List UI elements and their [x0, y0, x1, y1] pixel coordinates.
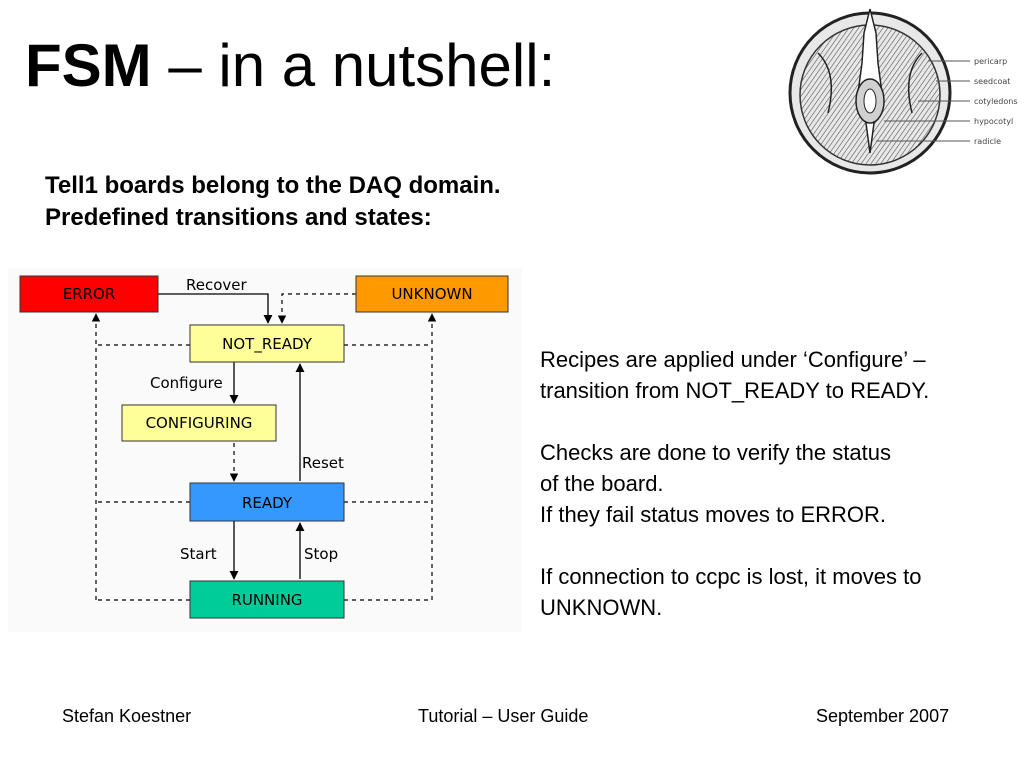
slide-title-bold: FSM — [25, 32, 152, 99]
state-ready — [189, 482, 345, 522]
seed-label-lines — [876, 60, 970, 142]
state-not-ready-label: NOT_READY — [222, 335, 313, 354]
diagram-background — [8, 268, 522, 632]
seed-drawing — [788, 8, 952, 175]
seed-label-radicle: radicle — [974, 137, 1001, 146]
state-error — [19, 275, 159, 313]
note-paragraph-checks: Checks are done to verify the status of … — [540, 437, 1010, 530]
transition-start-label: Start — [180, 545, 217, 563]
transition-recover-label: Recover — [186, 276, 248, 294]
seed-cross-section-illustration: pericarp seedcoat cotyledons hypocotyl r… — [788, 8, 1018, 175]
note-line: Recipes are applied under ‘Configure’ – — [540, 347, 926, 372]
state-running-label: RUNNING — [231, 591, 302, 609]
footer-date: September 2007 — [816, 706, 950, 726]
note-line: If they fail status moves to ERROR. — [540, 502, 887, 527]
state-configuring — [121, 404, 277, 442]
transition-reset-label: Reset — [302, 454, 344, 472]
state-error-label: ERROR — [63, 285, 116, 303]
note-line: Checks are done to verify the status — [540, 440, 891, 465]
note-line: If connection to ccpc is lost, it moves … — [540, 564, 922, 589]
dashed-unknown-to-notready — [277, 293, 356, 324]
note-line: transition from NOT_READY to READY. — [540, 378, 930, 403]
state-running — [189, 580, 345, 619]
note-paragraph-recipes: Recipes are applied under ‘Configure’ – … — [540, 344, 1010, 406]
fsm-diagram: ERROR UNKNOWN NOT_READY CONFIGURING READ… — [8, 268, 522, 632]
arrow-recover — [158, 293, 273, 324]
state-unknown — [355, 275, 509, 313]
state-configuring-label: CONFIGURING — [146, 414, 253, 432]
state-ready-label: READY — [242, 494, 293, 512]
seed-label-pericarp: pericarp — [974, 57, 1007, 66]
state-not-ready — [189, 324, 345, 363]
note-line: of the board. — [540, 471, 664, 496]
seed-label-cotyledons: cotyledons — [974, 97, 1018, 106]
slide-title-rest: – in a nutshell: — [151, 32, 556, 99]
subtitle-line-2: Predefined transitions and states: — [45, 204, 432, 231]
slide-title: FSM – in a nutshell: — [25, 36, 555, 96]
transition-configure-label: Configure — [150, 374, 223, 392]
note-paragraph-connection: If connection to ccpc is lost, it moves … — [540, 561, 1010, 623]
notes-text: Recipes are applied under ‘Configure’ – … — [540, 344, 1010, 623]
seed-label-hypocotyl: hypocotyl — [974, 117, 1013, 126]
footer-title: Tutorial – User Guide — [418, 706, 589, 726]
state-unknown-label: UNKNOWN — [391, 285, 472, 303]
footer-author: Stefan Koestner — [62, 706, 192, 726]
dashed-running-to-unknown — [344, 313, 437, 601]
slide-subtitle: Tell1 boards belong to the DAQ domain. P… — [45, 170, 501, 234]
transition-stop-label: Stop — [304, 545, 338, 563]
subtitle-line-1: Tell1 boards belong to the DAQ domain. — [45, 172, 501, 199]
seed-label-seedcoat: seedcoat — [974, 77, 1010, 86]
note-line: UNKNOWN. — [540, 595, 663, 620]
